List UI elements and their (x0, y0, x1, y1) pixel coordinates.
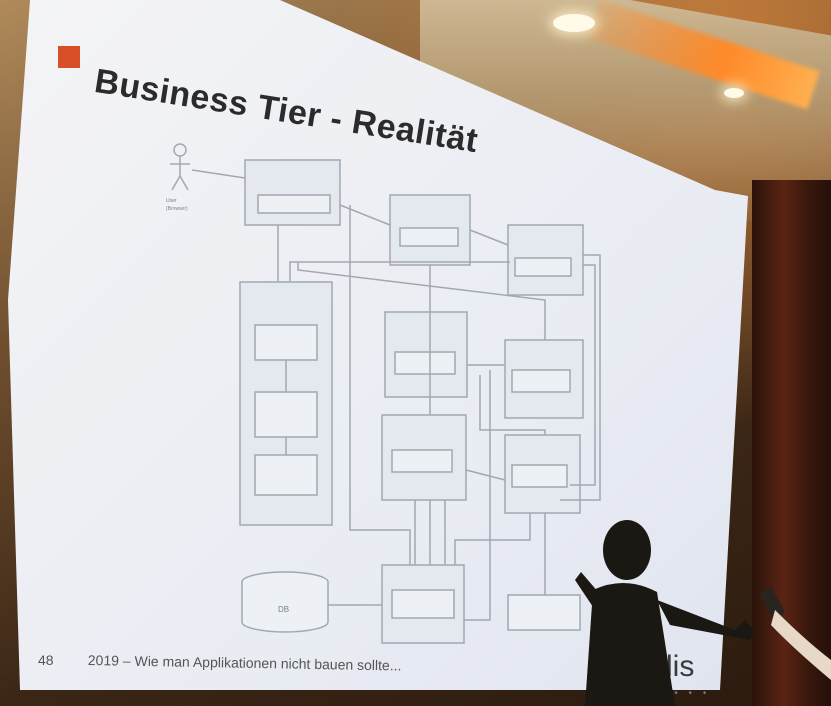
db-label: DB (278, 605, 289, 614)
component-messaging (507, 594, 581, 631)
curtain (752, 180, 831, 706)
database-cylinder (241, 571, 329, 633)
actor-sub-label: (Browser) (166, 206, 188, 212)
component-ui (244, 159, 341, 226)
ceiling-spotlight (553, 14, 595, 32)
presenter-silhouette (575, 520, 831, 706)
title-bullet-square (58, 46, 80, 68)
logo-dots: • • • • (660, 688, 711, 699)
user-actor-icon (170, 143, 190, 191)
ceiling-spotlight-small (724, 88, 744, 98)
actor-label: User (166, 198, 177, 204)
page-number: 48 (38, 652, 54, 668)
